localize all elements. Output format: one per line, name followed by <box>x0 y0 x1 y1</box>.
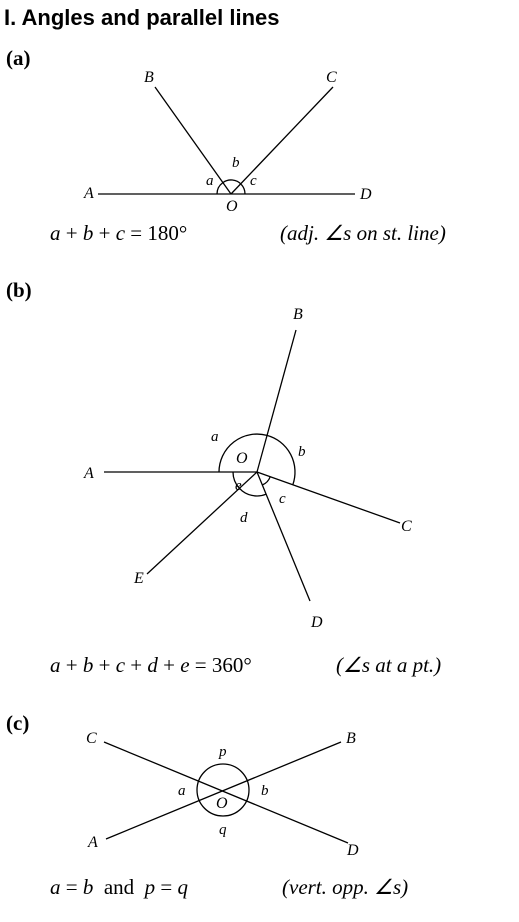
angle-b-label: b <box>232 155 240 171</box>
diagram-b: A B C D E O a b c d e <box>83 306 412 631</box>
line-cd <box>103 741 349 844</box>
equation-b: a + b + c + d + e = 360° <box>50 653 252 677</box>
page-title: I. Angles and parallel lines <box>4 5 280 30</box>
point-o-label: O <box>216 795 228 812</box>
arc-b <box>266 434 296 486</box>
arc-a <box>216 182 224 195</box>
angle-circle <box>196 763 250 817</box>
equation-a: a + b + c = 180° <box>50 221 188 245</box>
angle-a-label: a <box>178 783 186 799</box>
line-ab <box>105 741 342 840</box>
point-d-label: D <box>346 842 359 859</box>
point-d-label: D <box>310 614 323 631</box>
ray-oc <box>256 471 401 524</box>
arc-a <box>218 433 268 473</box>
point-e-label: E <box>133 570 144 587</box>
point-b-label: B <box>293 306 303 323</box>
angle-b-label: b <box>261 783 269 799</box>
arc-c <box>262 476 271 486</box>
angle-a-label: a <box>211 429 219 445</box>
ray-oc <box>230 86 334 195</box>
point-a-label: A <box>87 834 98 851</box>
angle-c-label: c <box>279 491 286 507</box>
point-c-label: C <box>326 69 337 86</box>
part-b-label: (b) <box>6 278 32 302</box>
angle-a-label: a <box>206 173 214 189</box>
ray-ob <box>154 86 232 195</box>
point-c-label: C <box>401 518 412 535</box>
angle-e-label: e <box>235 478 242 494</box>
point-b-label: B <box>144 69 154 86</box>
arc-d <box>238 487 267 497</box>
point-b-label: B <box>346 730 356 747</box>
ray-od <box>256 471 311 602</box>
ray-oe <box>146 471 258 575</box>
reason-b: (∠s at a pt.) <box>336 653 442 677</box>
part-c-label: (c) <box>6 711 30 735</box>
point-o-label: O <box>236 450 248 467</box>
ray-ob <box>256 329 297 473</box>
point-a-label: A <box>83 465 94 482</box>
point-a-label: A <box>83 185 94 202</box>
equation-c: a = b and p = q <box>50 875 188 900</box>
point-c-label: C <box>86 730 97 747</box>
diagram-a: A B C D O a b c <box>83 69 372 215</box>
arc-b <box>222 179 242 185</box>
arc-e <box>232 471 240 489</box>
arc-c <box>240 183 246 195</box>
angle-p-label: p <box>218 744 227 760</box>
part-a-label: (a) <box>6 46 31 70</box>
angle-q-label: q <box>219 822 227 838</box>
reason-c: (vert. opp. ∠s) <box>282 875 409 899</box>
angle-b-label: b <box>298 444 306 460</box>
angle-c-label: c <box>250 173 257 189</box>
point-o-label: O <box>226 198 238 215</box>
reason-a: (adj. ∠s on st. line) <box>280 221 446 245</box>
angle-d-label: d <box>240 510 248 526</box>
equation-c-text: a = b and p = q <box>50 875 189 899</box>
point-d-label: D <box>359 186 372 203</box>
